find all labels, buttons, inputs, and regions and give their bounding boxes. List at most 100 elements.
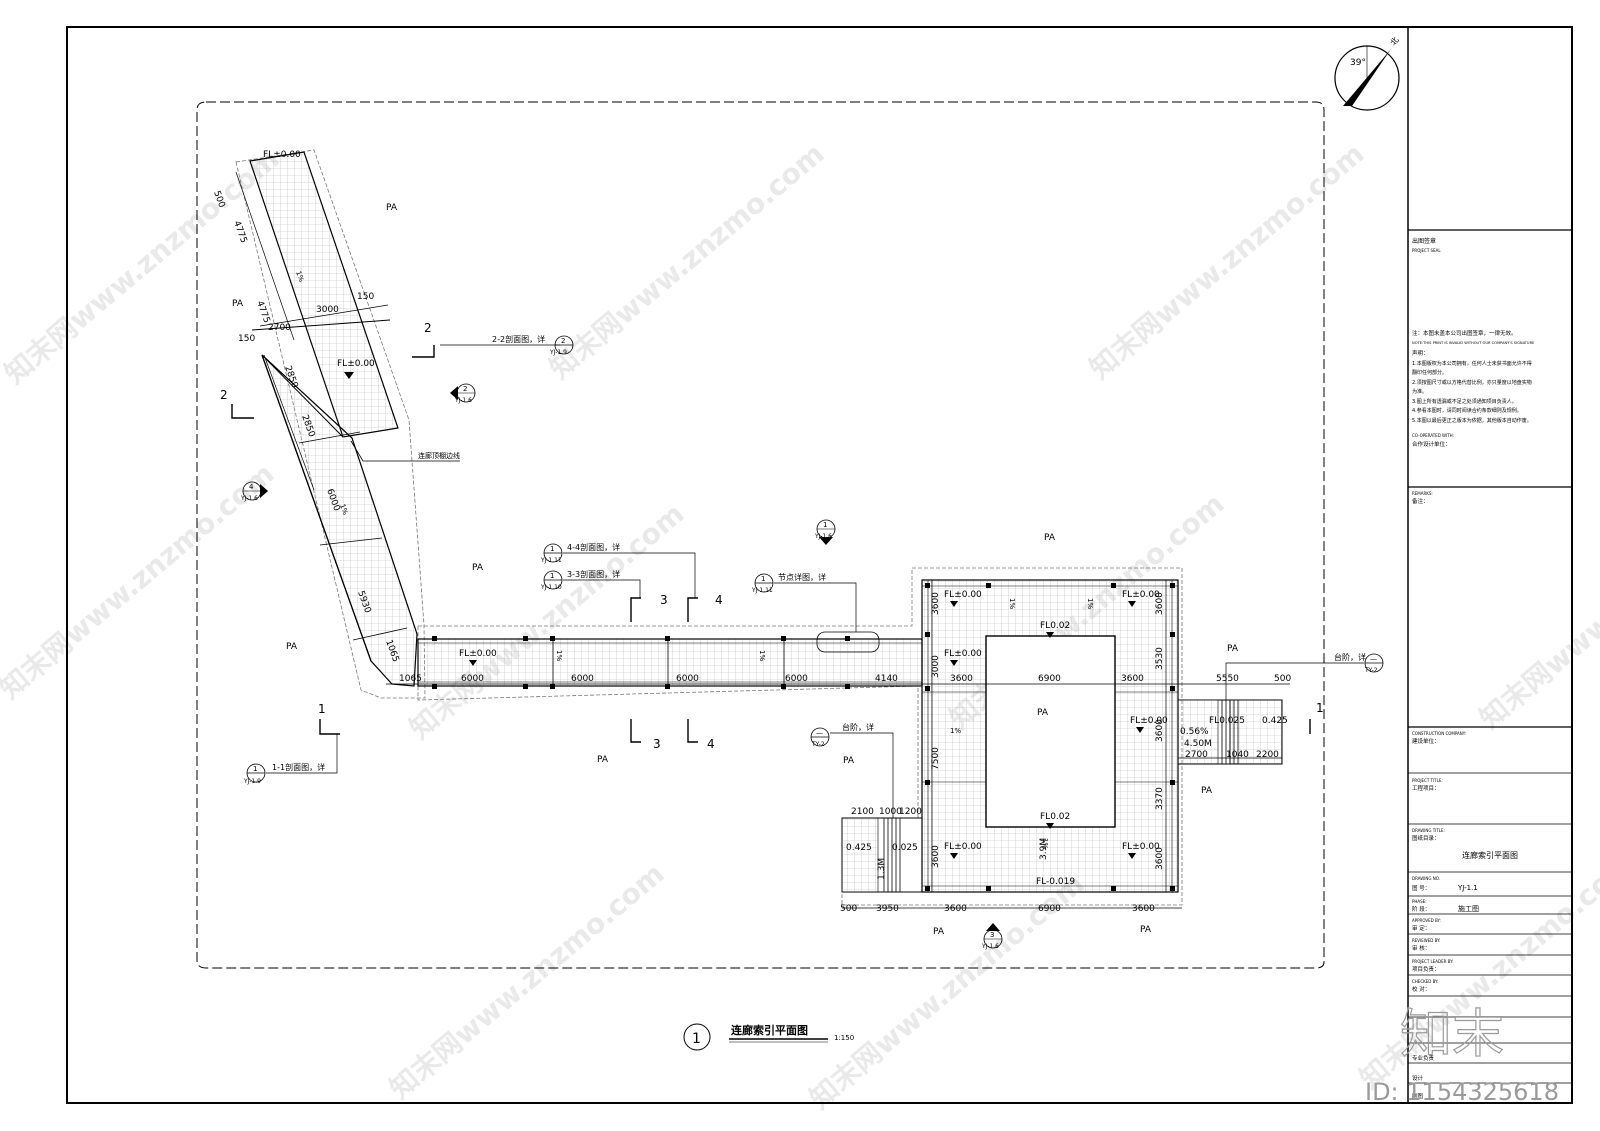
dim-text: 3600 bbox=[1155, 719, 1165, 742]
callout-2-2: 2-2剖面图，详 2 YJ-1.9 bbox=[440, 334, 574, 356]
dim-text: 3600 bbox=[944, 904, 967, 914]
svg-text:TY-2: TY-2 bbox=[1364, 667, 1378, 674]
dim-text: 6000 bbox=[676, 674, 699, 684]
dim-text: 6000 bbox=[461, 674, 484, 684]
svg-text:台阶，详: 台阶，详 bbox=[842, 722, 874, 732]
drawing-title-block: 1 连廊索引平面图 1:150 bbox=[683, 1023, 854, 1051]
section-mark: 1 bbox=[1316, 701, 1324, 715]
tb-label: 图纸目录： bbox=[1412, 834, 1440, 842]
slope-label: 1% bbox=[1086, 598, 1094, 609]
elevation-marker: 4 YJ-1.6 bbox=[240, 481, 268, 502]
watermark-id: ID: 1154325618 bbox=[1365, 1078, 1559, 1106]
svg-text:2: 2 bbox=[561, 337, 565, 345]
dim-text: 3000 bbox=[931, 655, 941, 678]
svg-text:—: — bbox=[1370, 655, 1377, 663]
watermark-text: 知末网www.znzmo.com bbox=[0, 142, 285, 390]
svg-text:1: 1 bbox=[550, 545, 554, 553]
dim-text: 500 bbox=[840, 904, 857, 914]
slope-label: 1% bbox=[1008, 598, 1016, 609]
tb-label: 工程项目： bbox=[1412, 784, 1440, 792]
courtyard-void bbox=[985, 635, 1116, 828]
zone-label: PA bbox=[843, 756, 855, 766]
svg-text:1: 1 bbox=[823, 521, 827, 529]
elevation-marker: 1 YJ-1.6 bbox=[814, 519, 836, 545]
dim-text: 3600 bbox=[931, 845, 941, 868]
tb-label: CHECKED BY: bbox=[1412, 979, 1438, 984]
tb-label: PHASE: bbox=[1412, 899, 1427, 904]
dim-text: 1040 bbox=[1226, 750, 1249, 760]
watermark-text: 知末网www.znzmo.com bbox=[543, 137, 830, 385]
tb-value: 施工图 bbox=[1458, 904, 1479, 913]
tb-decl: 4.参看本图时，请同时阅读合约条款细则及规例。 bbox=[1412, 407, 1522, 414]
svg-text:台阶，详: 台阶，详 bbox=[1334, 652, 1366, 662]
tb-decl: 1.本图版权为本公司拥有，任何人士未获书面允许不得 bbox=[1412, 360, 1532, 367]
dim-text: 3530 bbox=[1155, 647, 1165, 670]
svg-text:3-3剖面图，详: 3-3剖面图，详 bbox=[567, 569, 620, 579]
level-label: FL±0.00 bbox=[263, 150, 301, 160]
tb-label: DRAWING TITLE: bbox=[1412, 828, 1445, 833]
callout-1-1: 1-1剖面图，详 1 YJ-1.9 bbox=[243, 734, 338, 785]
watermark-text: 知末网www.znzmo.com bbox=[1083, 137, 1370, 385]
tb-decl: 3.图上所有透漏或不足之处须通知项目负责人。 bbox=[1412, 398, 1517, 405]
level-label: 0.425 bbox=[1262, 716, 1288, 726]
tb-label: CO-OPERATED WITH: bbox=[1412, 433, 1454, 438]
svg-text:YJ-1.10: YJ-1.10 bbox=[540, 584, 562, 591]
dim-text: 7500 bbox=[931, 747, 941, 770]
dim-text: 3600 bbox=[1155, 847, 1165, 870]
slope-label: 1% bbox=[294, 270, 305, 283]
elevation-marker: 2 YJ-1.6 bbox=[450, 383, 476, 404]
tb-label: DRAWING NO. bbox=[1412, 876, 1440, 881]
svg-text:YJ-1.9: YJ-1.9 bbox=[243, 778, 261, 785]
section-mark: 2 bbox=[220, 388, 228, 402]
tb-label: 项目负责： bbox=[1412, 965, 1440, 973]
slope-label: 1% bbox=[950, 727, 961, 735]
tb-label: 声明： bbox=[1412, 349, 1429, 357]
dim-text: 2100 bbox=[851, 807, 874, 817]
tb-label: 出图签章 bbox=[1412, 237, 1436, 245]
tb-value: 连廊索引平面图 bbox=[1462, 850, 1518, 860]
zone-label: PA bbox=[1201, 786, 1213, 796]
level-label: FL±0.00 bbox=[337, 359, 375, 369]
zone-label: PA bbox=[286, 642, 298, 652]
slope-label: 1% bbox=[555, 650, 563, 661]
svg-text:—: — bbox=[816, 729, 823, 737]
section-mark: 4 bbox=[707, 737, 715, 751]
tb-label: 注：本图未盖本公司出图签章，一律无效。 bbox=[1412, 329, 1517, 337]
tb-label: CONSTRUCTION COMPANY: bbox=[1412, 731, 1466, 736]
watermark-text: 知末网www.znzmo.com bbox=[1473, 487, 1600, 735]
callout-step-east: 台阶，详 — TY-2 bbox=[1225, 652, 1384, 700]
tb-decl: 翻印任何部分。 bbox=[1412, 369, 1447, 376]
tb-label: PROJECT SEAL bbox=[1412, 248, 1441, 253]
level-label: FL±0.00 bbox=[944, 842, 982, 852]
horizontal-corridor bbox=[417, 638, 923, 687]
zone-label: PA bbox=[933, 927, 945, 937]
svg-text:3: 3 bbox=[990, 931, 994, 939]
svg-text:1-1剖面图，详: 1-1剖面图，详 bbox=[272, 762, 325, 772]
level-label: 1.3M bbox=[877, 858, 887, 880]
tb-label: REMARKS: bbox=[1412, 491, 1433, 496]
watermark-text: 知末网www.znzmo.com bbox=[383, 857, 670, 1105]
level-label: 3.9M bbox=[1039, 838, 1049, 860]
level-label: FL0.02 bbox=[1040, 812, 1070, 822]
tb-label: 设计 bbox=[1412, 1074, 1424, 1082]
svg-text:1: 1 bbox=[253, 765, 257, 773]
callout-3-3: 3-3剖面图，详 1 YJ-1.10 bbox=[540, 569, 641, 598]
level-label: FL±0.00 bbox=[1130, 716, 1168, 726]
drawing-title-number: 1 bbox=[692, 1031, 701, 1047]
tb-decl: 5.本图以最后更正之版本为依据，其他版本自动作废。 bbox=[1412, 417, 1532, 424]
svg-text:YJ-1.6: YJ-1.6 bbox=[981, 943, 999, 950]
level-label: 0.425 bbox=[846, 843, 872, 853]
dim-text: 4775 bbox=[254, 300, 271, 325]
dim-text: 6000 bbox=[785, 674, 808, 684]
dimension-lines bbox=[235, 171, 1290, 909]
tb-label: 合作设计单位： bbox=[1412, 440, 1451, 448]
callout-step-south: 台阶，详 — TY-2 bbox=[810, 722, 894, 818]
tb-label: NOTE:THIS PRINT IS INVALID WITHOUT OUR C… bbox=[1412, 341, 1535, 345]
dim-text: 1065 bbox=[399, 674, 422, 684]
svg-text:TY-2: TY-2 bbox=[811, 741, 825, 748]
svg-text:节点详图，详: 节点详图，详 bbox=[778, 572, 826, 582]
zone-label: PA bbox=[472, 563, 484, 573]
tb-label: 建设单位： bbox=[1412, 737, 1440, 745]
zone-label: PA bbox=[597, 755, 609, 765]
canopy-boundary-label: 连廊顶棚边线 bbox=[418, 451, 460, 460]
